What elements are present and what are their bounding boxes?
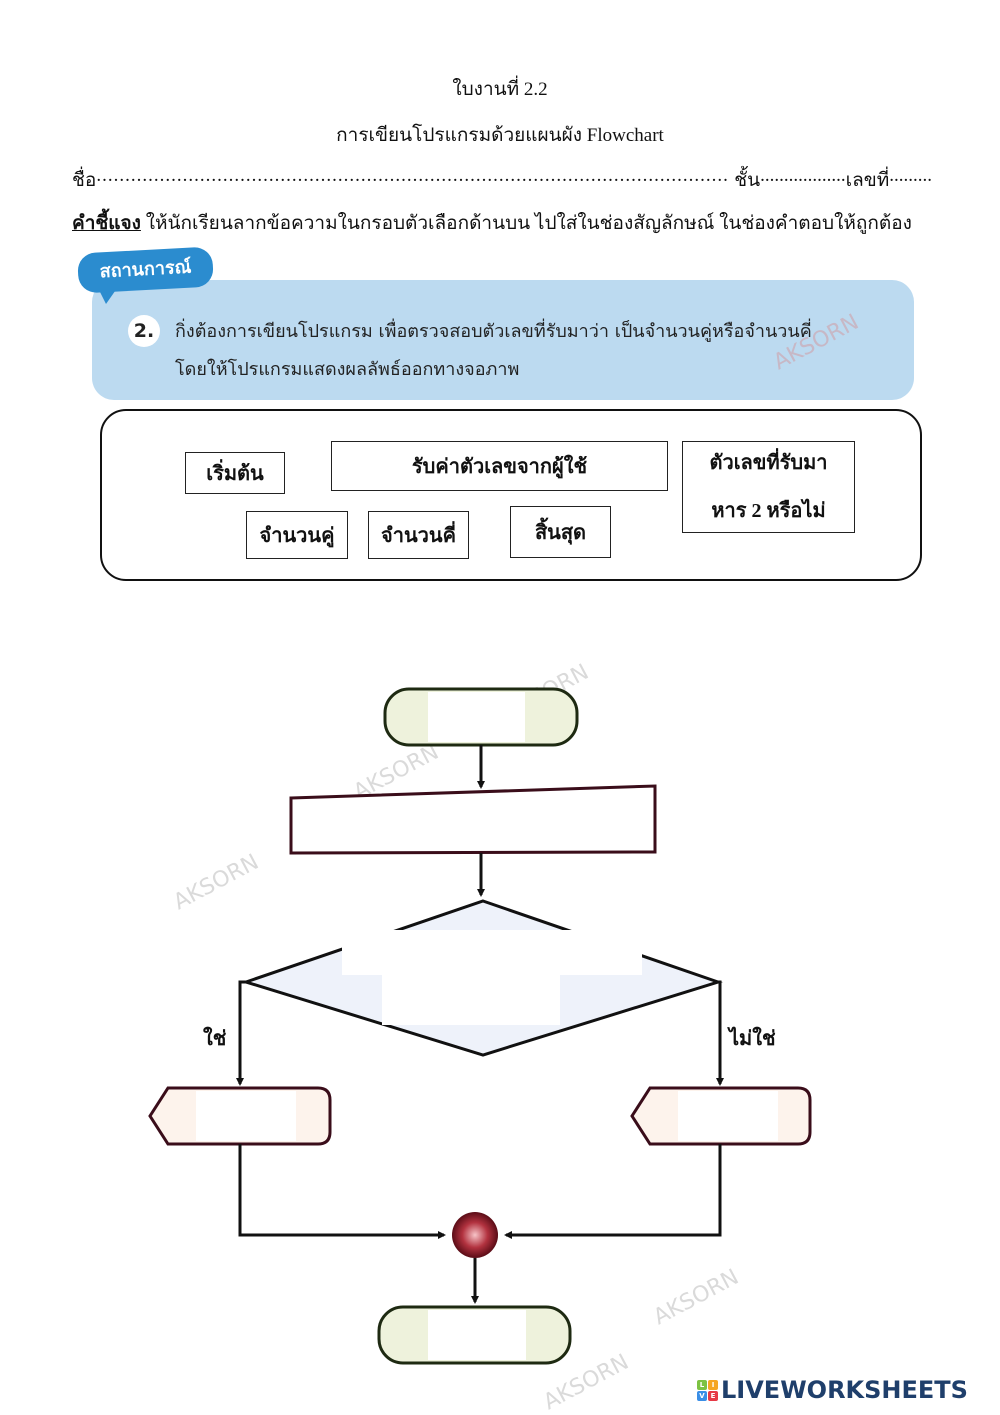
class-label: ชั้น bbox=[734, 170, 761, 191]
liveworksheets-icon: L I V E bbox=[697, 1379, 718, 1401]
dropzone-decision-upper[interactable] bbox=[342, 930, 642, 975]
connector-circle bbox=[452, 1212, 498, 1258]
option-condition-line1: ตัวเลขที่รับมา bbox=[709, 452, 828, 474]
name-field: ........................................… bbox=[96, 165, 729, 186]
dropzone-start[interactable] bbox=[428, 692, 525, 742]
instruction-text: ให้นักเรียนลากข้อความในกรอบตัวเลือกด้านบ… bbox=[140, 213, 912, 234]
scenario-panel bbox=[92, 280, 914, 400]
option-odd[interactable]: จำนวนคี่ bbox=[368, 511, 469, 559]
scenario-text-line2: โดยให้โปรแกรมแสดงผลลัพธ์ออกทางจอภาพ bbox=[175, 359, 520, 380]
option-condition[interactable]: ตัวเลขที่รับมา หาร 2 หรือไม่ bbox=[682, 441, 855, 533]
option-start[interactable]: เริ่มต้น bbox=[185, 452, 285, 494]
scenario-number: 2. bbox=[128, 315, 160, 347]
dropzone-end[interactable] bbox=[428, 1310, 526, 1360]
name-label: ชื่อ bbox=[72, 170, 97, 191]
liveworksheets-logo: L I V E LIVEWORKSHEETS bbox=[697, 1376, 968, 1404]
scenario-text-line1: กิ่งต้องการเขียนโปรแกรม เพื่อตรวจสอบตัวเ… bbox=[175, 321, 812, 342]
worksheet-title: ใบงานที่ 2.2 bbox=[452, 79, 548, 100]
option-input[interactable]: รับค่าตัวเลขจากผู้ใช้ bbox=[331, 441, 668, 491]
dropzone-input[interactable] bbox=[298, 800, 650, 850]
option-even[interactable]: จำนวนคู่ bbox=[246, 511, 348, 559]
logo-letter: V bbox=[697, 1390, 707, 1401]
instruction-label: คำชี้แจง bbox=[72, 213, 141, 234]
worksheet-subtitle: การเขียนโปรแกรมด้วยแผนผัง Flowchart bbox=[336, 125, 664, 146]
dropzone-decision[interactable] bbox=[382, 975, 560, 1025]
no-label: ไม่ใช่ bbox=[729, 1026, 776, 1050]
logo-letter: E bbox=[708, 1390, 718, 1401]
options-frame bbox=[100, 409, 922, 581]
number-field: ......... bbox=[889, 165, 932, 186]
dropzone-no-display[interactable] bbox=[678, 1091, 778, 1141]
instructions: คำชี้แจง ให้นักเรียนลากข้อความในกรอบตัวเ… bbox=[72, 208, 912, 238]
option-condition-line2: หาร 2 หรือไม่ bbox=[711, 500, 826, 522]
number-label: เลขที่ bbox=[845, 170, 890, 191]
logo-letter: I bbox=[708, 1379, 718, 1390]
class-field: .................. bbox=[760, 165, 846, 186]
liveworksheets-brand: LIVEWORKSHEETS bbox=[721, 1376, 968, 1404]
option-end[interactable]: สิ้นสุด bbox=[510, 506, 611, 558]
scenario-tag: สถานการณ์ bbox=[77, 246, 214, 294]
logo-letter: L bbox=[697, 1379, 707, 1390]
student-info-line: ชื่อ ...................................… bbox=[72, 165, 932, 195]
yes-label: ใช่ bbox=[203, 1026, 227, 1050]
dropzone-yes-display[interactable] bbox=[196, 1091, 296, 1141]
